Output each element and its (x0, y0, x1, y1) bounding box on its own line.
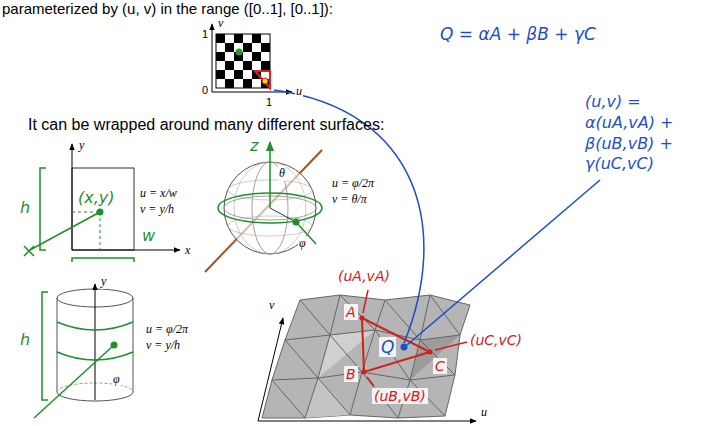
checkerboard-texture-part (212, 24, 213, 92)
triangle-mesh-part (363, 290, 368, 313)
axis-label: y (78, 138, 85, 153)
handwritten-note: w (142, 226, 155, 245)
triangle-mesh-part (362, 318, 430, 372)
vertex-label: B (344, 366, 358, 382)
checkerboard-texture-part (262, 78, 268, 84)
mapping-formula: v = θ/π (332, 192, 367, 207)
checkerboard-texture-part (212, 92, 292, 93)
plane-figure-part (72, 168, 134, 250)
cylinder-figure-part (57, 322, 133, 330)
triangle-mesh-part (367, 377, 374, 386)
axis-label: y (100, 274, 107, 289)
mapping-formula: u = φ/2π (146, 322, 188, 337)
mapping-formula: u = x/w (140, 186, 177, 201)
mapping-formula: u = φ/2π (332, 176, 374, 191)
axis-label: v (268, 298, 275, 313)
checkerboard-texture (212, 24, 292, 92)
axis-label: v (217, 16, 224, 31)
triangle-mesh-part (272, 295, 460, 418)
triangle-mesh-part (305, 295, 340, 418)
axis-label: u (480, 405, 488, 420)
cylinder-figure-part (57, 298, 58, 392)
checkerboard-texture-part (216, 34, 270, 88)
mapping-formula: v = y/h (146, 338, 180, 353)
vertex-label: C (433, 358, 447, 374)
axis-label: x (184, 243, 191, 258)
plane-figure-part (72, 212, 100, 213)
mapping-formula: v = y/h (140, 202, 174, 217)
sphere-figure-part (269, 142, 271, 208)
handwritten-note: (x,y) (78, 188, 115, 207)
triangle-mesh-part (258, 318, 283, 421)
handwritten-equation: Q = αA + βB + γC (440, 24, 596, 44)
axis-tick-value: 1 (202, 28, 208, 40)
triangle-mesh-part (435, 342, 467, 350)
cylinder-figure-part (133, 298, 134, 392)
triangle-mesh-part (410, 335, 460, 380)
handwritten-note: z (250, 136, 258, 155)
plane-figure-part (100, 212, 101, 250)
angle-label: φ (298, 236, 307, 251)
axis-label: u (295, 84, 303, 99)
plane-figure (24, 144, 180, 262)
cylinder-figure-part (57, 352, 133, 360)
cylinder-figure-part (34, 345, 114, 418)
handwritten-note: (uB,vB) (372, 388, 428, 404)
annotation-strokes-part (407, 180, 600, 345)
axis-tick-value: 0 (202, 84, 208, 96)
sphere-figure (205, 142, 322, 272)
plane-figure-part (40, 168, 46, 250)
plane-figure-part (24, 246, 34, 256)
sphere-figure-part (270, 208, 296, 222)
annotation-strokes-part (401, 344, 408, 351)
checkerboard-texture-part (236, 49, 243, 56)
checkerboard-texture-part (255, 71, 270, 88)
handwritten-note: (uA,vA) (338, 268, 390, 284)
angle-label: θ (278, 166, 286, 181)
triangle-mesh-part (362, 370, 367, 375)
cylinder-figure-part (42, 292, 48, 400)
cylinder-figure-part (95, 284, 96, 400)
triangle-mesh-part (428, 350, 433, 355)
sphere-figure-part (205, 150, 322, 272)
handwritten-note: h (20, 198, 30, 217)
triangle-mesh-part (360, 316, 365, 321)
handwritten-note: h (20, 330, 30, 349)
triangle-mesh-part (258, 421, 476, 422)
handwritten-equation: (u,v) = α(uA,vA) + β(uB,vB) + γ(uC,vC) (585, 92, 713, 175)
triangle-mesh-part (262, 295, 470, 418)
slide-text: parameterized by (u, v) in the range ([0… (2, 0, 333, 17)
cylinder-figure (34, 284, 133, 418)
handwritten-note: (uC,vC) (470, 332, 522, 348)
vertex-label: A (344, 304, 358, 320)
plane-figure-part (72, 258, 134, 262)
point-label: Q (379, 337, 396, 357)
triangle-mesh (258, 290, 476, 421)
axis-tick-value: 1 (266, 96, 272, 108)
angle-label: φ (112, 372, 121, 387)
slide-text: It can be wrapped around many different … (28, 116, 384, 134)
